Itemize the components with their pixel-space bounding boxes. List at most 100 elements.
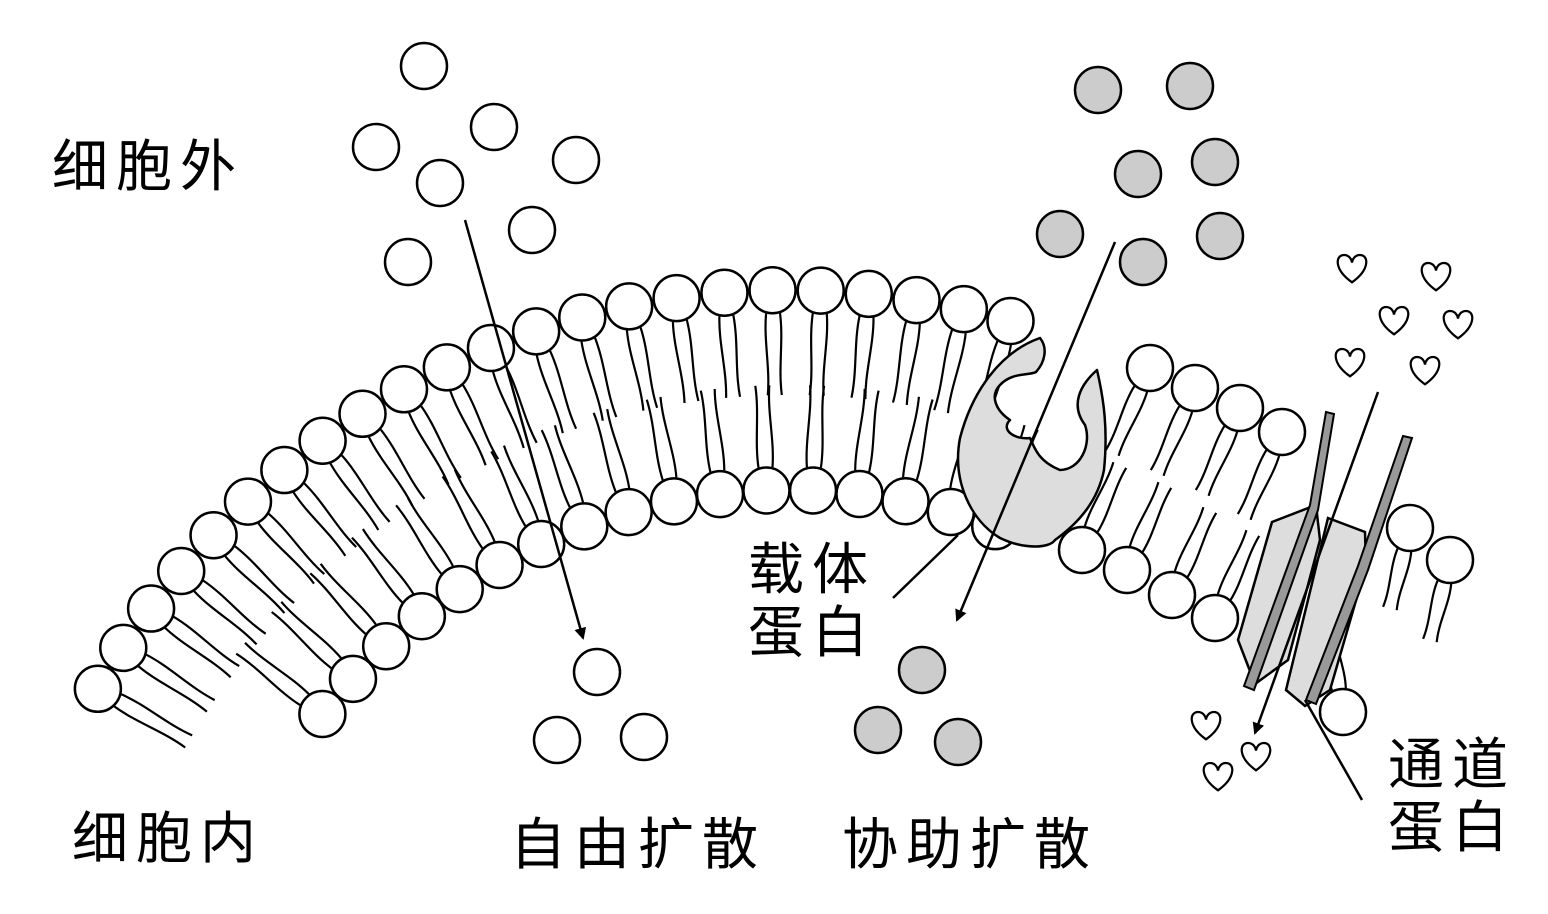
lipid-tail — [915, 399, 934, 481]
carrier-protein-pointer-line — [892, 534, 959, 599]
lipid-tail — [351, 536, 403, 604]
lipid-tail — [406, 497, 454, 567]
phospholipid-head — [560, 502, 609, 551]
lipid-tail — [732, 314, 742, 398]
phospholipid-head — [1125, 343, 1175, 393]
lipid-tail — [764, 313, 770, 396]
channel-wall-left — [1242, 410, 1336, 692]
lipid-tail — [145, 653, 216, 702]
phospholipid-head — [511, 307, 561, 356]
arrows — [463, 219, 1380, 801]
lipid-tail — [462, 384, 500, 460]
molecules — [351, 41, 1474, 792]
lipid-tail — [593, 337, 618, 418]
carrier-protein-label-line2: 蛋白 — [748, 600, 876, 666]
lipid-tail — [292, 491, 347, 557]
lipid-tail — [822, 313, 829, 396]
carrier-protein-label-line1: 载体 — [748, 538, 876, 603]
channel-subunit-right — [1284, 516, 1368, 708]
phospholipid-head — [748, 265, 797, 315]
lipid-tail — [659, 396, 678, 478]
carrier-molecule — [933, 717, 983, 767]
lipid-tail — [379, 428, 426, 500]
lipid-tail — [639, 327, 659, 409]
lipid-tail — [1216, 529, 1248, 595]
lipid-tail — [606, 408, 631, 489]
phospholipid-head — [298, 689, 347, 739]
phospholipid-head — [475, 540, 524, 590]
channel-protein-label-line1: 通道 — [1388, 733, 1516, 798]
lipid-tail — [902, 396, 920, 478]
lipid-tail — [592, 412, 617, 493]
lipid-tail — [671, 321, 686, 404]
carrier-molecule — [1035, 209, 1085, 259]
phospholipid-head — [835, 469, 884, 519]
lipid-tail — [280, 601, 342, 659]
carrier-molecule — [1113, 149, 1163, 199]
ion-heart-icon — [1190, 710, 1222, 741]
phospholipid-head — [788, 466, 838, 515]
phospholipid-tails — [113, 312, 1453, 749]
lipid-tail — [361, 528, 415, 595]
lipid-tail — [808, 313, 814, 396]
lipid-tail — [1194, 425, 1226, 491]
phospholipid-head — [397, 591, 447, 641]
phospholipid-head — [939, 284, 989, 334]
free-diffusion-molecule — [551, 135, 601, 185]
phospholipid-head — [742, 466, 791, 515]
lipid-tail — [553, 425, 585, 503]
phospholipid-head — [1190, 593, 1240, 643]
lipid-tail — [1162, 411, 1194, 477]
lipid-tail — [224, 555, 286, 614]
lipid-tail — [193, 590, 258, 646]
lipid-tail — [113, 705, 186, 749]
ion-heart-icon — [1202, 761, 1234, 792]
lipid-tail — [805, 385, 812, 468]
ion-heart-icon — [1240, 741, 1272, 772]
ion-heart-icon — [1334, 347, 1366, 378]
lipid-tail — [492, 371, 525, 449]
phospholipid-head — [892, 275, 941, 325]
lipid-tail — [173, 615, 240, 668]
lipid-tail — [1173, 506, 1205, 572]
lipid-tail — [1236, 449, 1268, 515]
free-diffusion-molecule — [415, 158, 465, 208]
lipid-tail — [1229, 535, 1261, 601]
free-diffusion-molecule — [532, 715, 582, 765]
ion-heart-icon — [1336, 253, 1368, 284]
lipid-tail — [1435, 583, 1453, 643]
carrier-protein-label: 载体 蛋白 — [748, 538, 876, 666]
phospholipid-head — [986, 296, 1035, 346]
phospholipid-head — [189, 511, 238, 560]
lipid-tail — [309, 572, 367, 635]
phospholipid-head — [379, 365, 429, 414]
free-diffusion-molecule — [351, 122, 401, 172]
intracellular-label: 细胞内 — [72, 807, 264, 872]
lipid-tail — [1083, 461, 1115, 527]
carrier-molecule — [1118, 237, 1168, 287]
phospholipid-head — [652, 273, 701, 323]
lipid-tail — [1249, 455, 1281, 521]
lipid-tail — [1141, 487, 1173, 553]
lipid-tail — [303, 482, 357, 548]
lipid-tail — [271, 611, 333, 670]
lipid-tail — [407, 412, 450, 486]
lipid-tail — [164, 627, 232, 679]
phospholipid-head — [881, 476, 930, 526]
lipid-tail — [685, 319, 700, 402]
phospholipid-head — [223, 477, 273, 526]
facilitated-diffusion-label: 协助扩散 — [842, 813, 1098, 878]
lipid-tail — [905, 323, 921, 405]
phospholipid-head — [604, 282, 654, 331]
phospholipid-head — [844, 269, 894, 319]
carrier-molecule — [1165, 61, 1215, 111]
phospholipid-heads — [73, 265, 1475, 739]
lipid-tail — [244, 642, 310, 695]
lipid-tail — [1117, 391, 1149, 457]
ion-heart-icon — [1420, 261, 1452, 292]
lipid-tail — [699, 390, 712, 473]
carrier-molecule — [897, 645, 947, 695]
lipid-tail — [1422, 580, 1439, 640]
lipid-tail — [645, 399, 664, 481]
lipid-tail — [625, 330, 645, 411]
